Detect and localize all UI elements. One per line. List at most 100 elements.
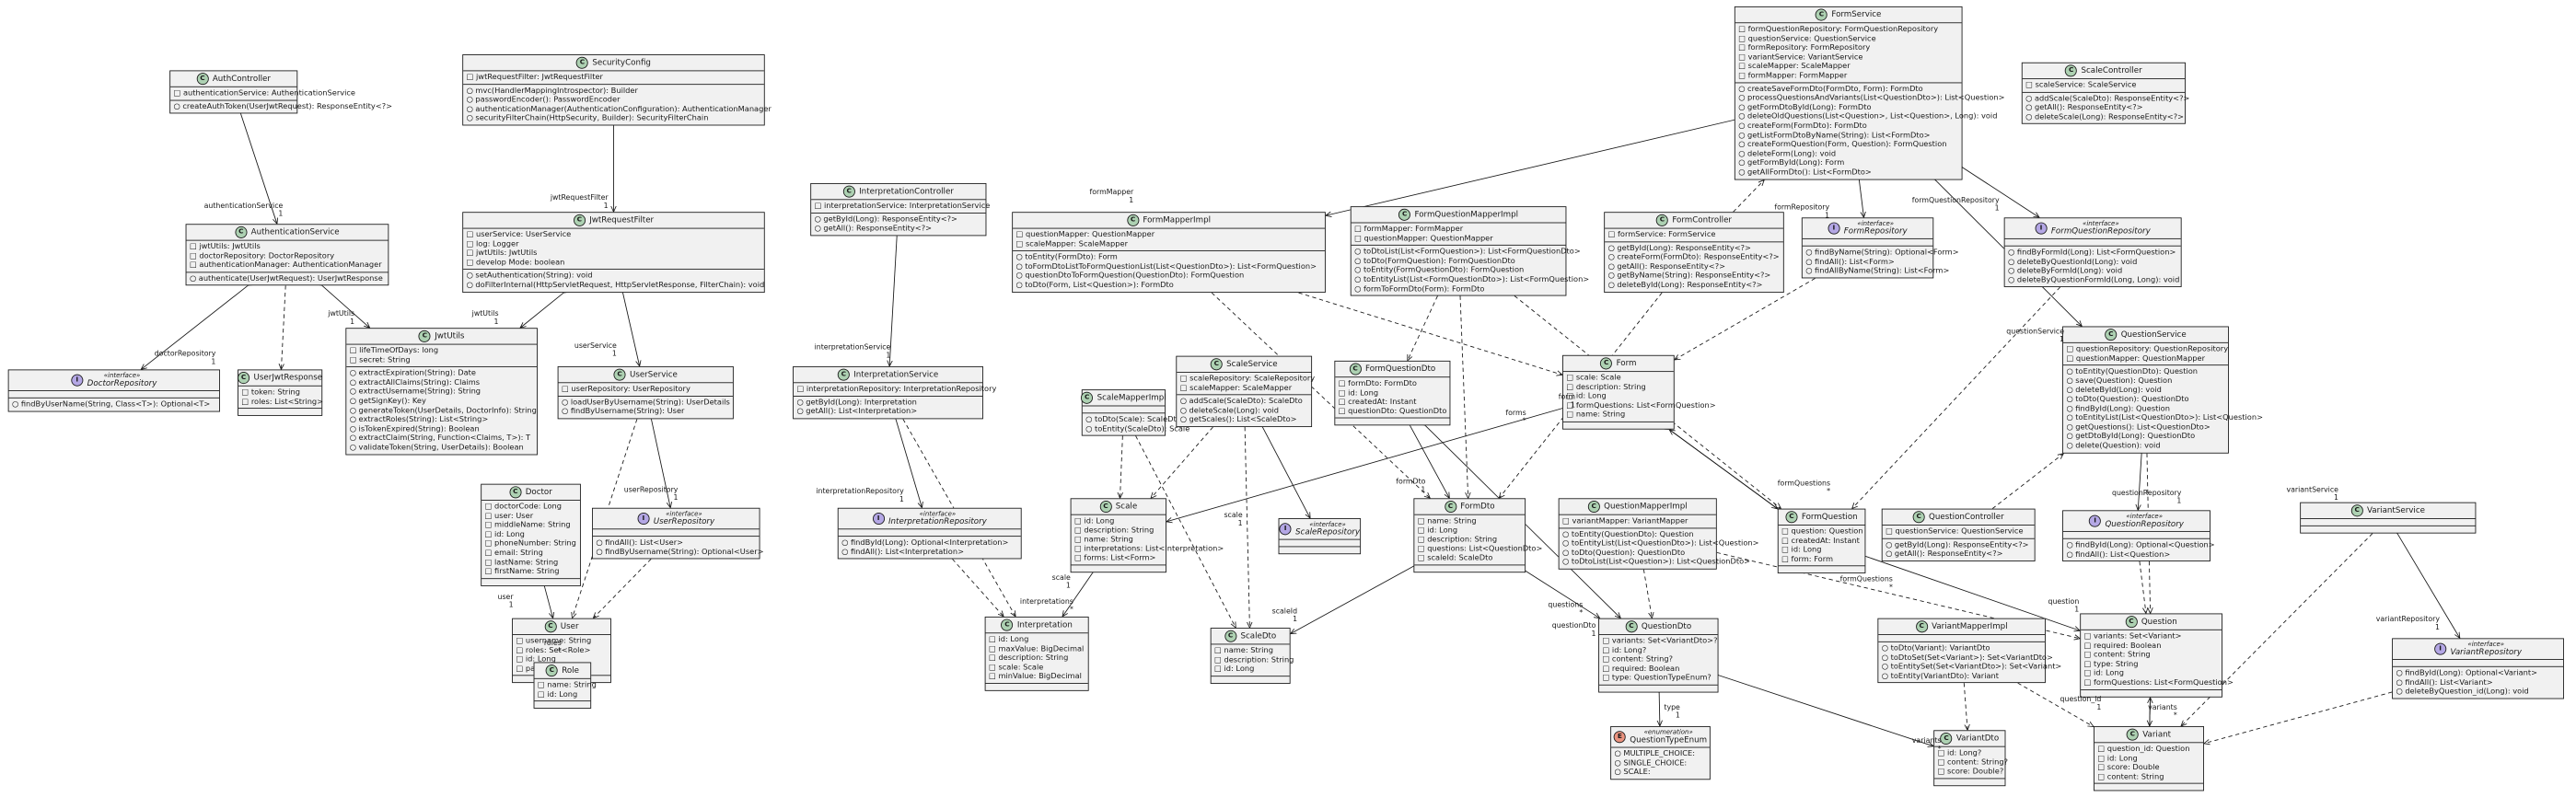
fields-section: □ name: String□ description: String□ id:… — [1211, 643, 1294, 676]
fields-section: □ variants: Set<VariantDto>?□ id: Long?□… — [1599, 634, 1718, 685]
dependency-edge — [952, 559, 1004, 617]
field: □ questionService: QuestionService — [1886, 526, 2024, 537]
method: ○ generateToken(UserDetails, DoctorInfo)… — [349, 406, 537, 415]
methods-section: ○ setAuthentication(String): void○ doFil… — [463, 269, 764, 291]
field: □ secret: String — [349, 355, 411, 364]
dependency-edge — [2204, 691, 2393, 744]
class-user-repository: I«interface»UserRepository○ findAll(): L… — [592, 507, 764, 560]
field: □ jwtUtils: JwtUtils — [189, 242, 261, 251]
interface-badge-icon: I — [872, 512, 885, 526]
field: □ develop Mode: boolean — [466, 258, 565, 268]
field: □ description: String — [1417, 535, 1498, 545]
dependency-edge — [1642, 569, 1652, 618]
field: □ doctorCode: Long — [484, 502, 563, 512]
method: ○ toEntitySet(Set<VariantDto>): Set<Vari… — [1881, 662, 2062, 672]
field: □ scale: Scale — [989, 663, 1044, 672]
field: □ id: Long — [1214, 665, 1255, 674]
field: □ lifeTimeOfDays: long — [349, 346, 439, 355]
method: ○ findAll(): List<Variant> — [2396, 677, 2493, 688]
edge-label: formQuestions* — [1839, 575, 1893, 593]
class-name: InterpretationService — [853, 369, 939, 379]
method: ○ toEntityList(List<QuestionDto>): List<… — [2066, 413, 2263, 422]
fields-section: □ questionMapper: QuestionMapper□ scaleM… — [1013, 227, 1325, 250]
method: ○ addScale(ScaleDto): ResponseEntity<?> — [2025, 94, 2190, 103]
methods-section: ○ findById(Long): Optional<Variant>○ fin… — [2393, 665, 2564, 699]
class-badge-icon: C — [196, 73, 209, 86]
method: ○ getAllFormDto(): List<FormDto> — [1738, 168, 1872, 177]
field: □ form: Form — [1781, 554, 1834, 564]
class-header: I«interface»FormQuestionRepository — [2005, 218, 2181, 238]
method: ○ findById(Long): Optional<Question> — [2066, 540, 2215, 549]
fields-section: □ jwtRequestFilter: JwtRequestFilter — [463, 70, 764, 83]
method: ○ processQuestionsAndVariants(List<Quest… — [1738, 93, 2005, 103]
field: □ score: Double? — [1937, 767, 2004, 777]
method: ○ getFormById(Long): Form — [1738, 158, 1845, 168]
class-header: I«interface»QuestionRepository — [2063, 511, 2210, 531]
field: □ name: String — [537, 680, 597, 690]
method: ○ getById(Long): ResponseEntity<?> — [1886, 540, 2029, 549]
dependency-edge — [1963, 683, 1967, 730]
interface-badge-icon: I — [637, 512, 650, 526]
stereotype: «interface» — [1857, 219, 1895, 227]
method: ○ toDto(Question): QuestionDto — [1562, 548, 1686, 558]
method: ○ getById(Long): ResponseEntity<?> — [814, 214, 957, 224]
method: ○ formToFormDto(Form): FormDto — [1354, 283, 1485, 294]
method: ○ getByName(String): ResponseEntity<?> — [1607, 271, 1771, 281]
method: ○ findAll(): List<User> — [596, 537, 684, 548]
fields-section: □ interpretationRepository: Interpretati… — [793, 382, 996, 395]
class-name: VariantService — [2367, 505, 2425, 515]
dependency-edge — [2017, 682, 2094, 727]
field: □ id: Long — [537, 689, 578, 699]
stereotype: «interface» — [919, 510, 957, 518]
fields-section: □ name: String□ id: Long□ description: S… — [1414, 514, 1542, 565]
field: □ userService: UserService — [466, 230, 572, 239]
field: □ formDto: FormDto — [1338, 378, 1417, 388]
field: □ authenticationService: AuthenticationS… — [173, 88, 356, 98]
method: ○ doFilterInternal(HttpServletRequest, H… — [466, 280, 765, 290]
field: □ roles: List<String> — [241, 397, 324, 407]
stereotype: «interface» — [2083, 219, 2119, 227]
class-badge-icon: C — [509, 486, 522, 499]
methods-section — [1599, 684, 1718, 692]
fields-section: ○ MULTIPLE_CHOICE:○ SINGLE_CHOICE:○ SCAL… — [1611, 746, 1710, 780]
class-name: SecurityConfig — [592, 57, 651, 67]
class-name: Variant — [2142, 729, 2172, 739]
association-edge — [1326, 120, 1735, 215]
class-name: Question — [2141, 617, 2177, 626]
fields-section: □ userService: UserService□ log: Logger□… — [463, 227, 764, 270]
class-name: QuestionService — [2120, 329, 2187, 339]
stereotype: «interface» — [1309, 520, 1346, 528]
class-badge-icon: C — [1940, 732, 1953, 745]
class-badge-icon: C — [842, 185, 855, 198]
field: □ id: Long — [1338, 387, 1379, 398]
edge-label: variants* — [1911, 737, 1942, 754]
edge-label: questions* — [1548, 601, 1584, 618]
fields-section: □ scaleService: ScaleService — [2022, 78, 2186, 91]
class-header: I«interface»DoctorRepository — [9, 370, 220, 390]
methods-section: ○ findByName(String): Optional<Form>○ fi… — [1802, 245, 1959, 278]
class-header: I«interface»InterpretationRepository — [839, 509, 1021, 529]
fields-section: □ name: String□ id: Long — [534, 677, 597, 700]
class-name: FormQuestionMapperImpl — [1414, 210, 1519, 219]
fields-section: □ scaleRepository: ScaleRepository□ scal… — [1177, 372, 1315, 394]
fields-section: □ userRepository: UserRepository — [558, 382, 733, 395]
method: ○ findById(Long): Optional<Interpretatio… — [841, 537, 1009, 548]
